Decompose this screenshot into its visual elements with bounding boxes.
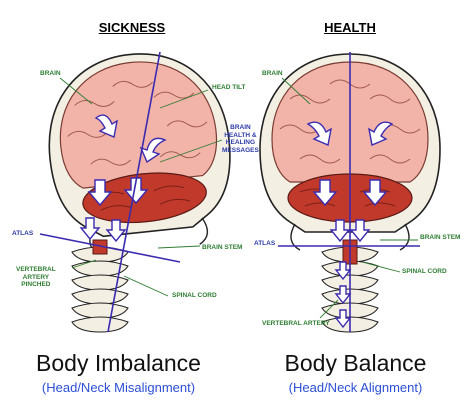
left-label-atlas: ATLAS [12,230,34,237]
right-subtitle: (Head/Neck Alignment) [288,380,423,395]
left-label-brain-stem: BRAIN STEM [202,244,243,251]
left-arrows [79,114,167,243]
left-tilt-axis [107,51,161,333]
left-label-brain: BRAIN [40,70,61,77]
left-header: SICKNESS [98,20,166,35]
left-label-spinal-cord: SPINAL CORD [172,292,217,299]
left-spine [71,239,129,333]
right-arrows [306,121,394,329]
right-pointers [281,77,418,319]
right-label-spinal-cord: SPINAL CORD [402,268,447,275]
left-label-head-tilt: HEAD TILT [212,84,246,91]
right-label-vertebral-artery: VERTEBRAL ARTERY [262,320,330,327]
right-header: HEALTH [324,20,376,35]
right-label-brain: BRAIN [262,70,283,77]
left-atlas-line [39,233,181,263]
right-label-brain-stem: BRAIN STEM [420,234,461,241]
left-title: Body Imbalance [36,350,201,376]
right-title: Body Balance [284,350,427,376]
left-subtitle: (Head/Neck Misalignment) [41,380,196,395]
right-label-atlas: ATLAS [254,240,276,247]
left-skull [39,44,241,260]
left-pointers [59,77,223,297]
left-label-vertebral-artery: VERTEBRAL ARTERY PINCHED [16,266,56,288]
left-label-messages: BRAIN HEALTH & HEALING MESSAGES [222,124,259,154]
